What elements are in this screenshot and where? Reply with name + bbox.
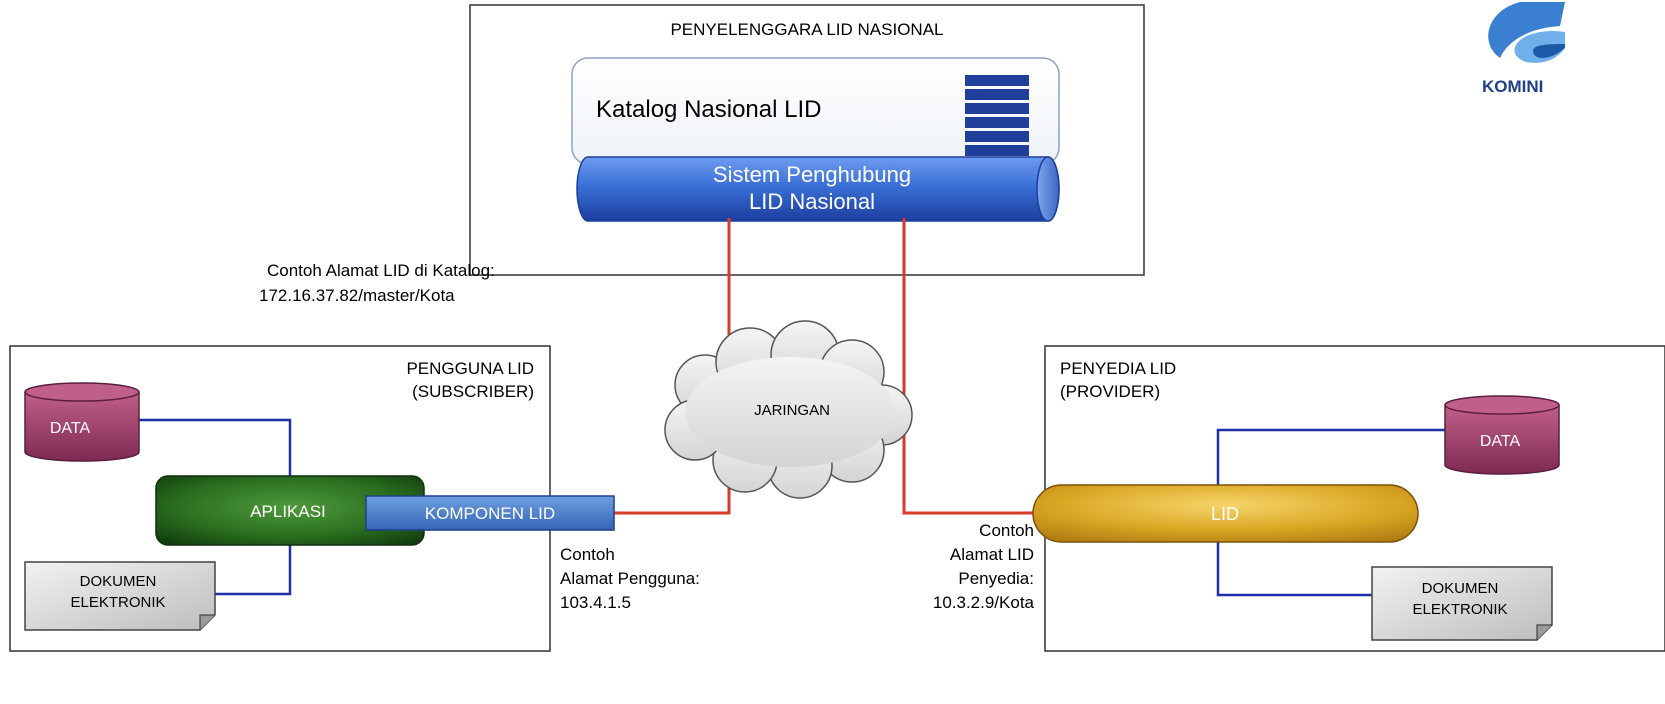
catalog-label: Katalog Nasional LID: [596, 96, 821, 123]
provider-title-line1: PENYEDIA LID: [1060, 359, 1176, 378]
national-title: PENYELENGGARA LID NASIONAL: [670, 20, 943, 39]
provider-data-label: DATA: [1480, 433, 1521, 450]
subscriber-title-line1: PENGGUNA LID: [406, 359, 534, 378]
provider-address-line3: Penyedia:: [958, 569, 1034, 588]
subscriber-address-line3: 103.4.1.5: [560, 593, 631, 612]
provider-document-line2: ELEKTRONIK: [1412, 601, 1507, 618]
catalog-list-icon: [965, 75, 1029, 156]
network-cloud: [664, 320, 913, 499]
network-links: [614, 218, 1045, 515]
subscriber-address-line2: Alamat Pengguna:: [560, 569, 700, 588]
subscriber-data-icon: [24, 382, 140, 462]
provider-document-icon: [1371, 566, 1553, 641]
provider-lid-box: [1032, 484, 1419, 543]
connector-bus: [576, 156, 1060, 222]
application-label: APLIKASI: [250, 502, 326, 521]
provider-address-line1: Contoh: [979, 521, 1034, 540]
provider-address-line2: Alamat LID: [950, 545, 1034, 564]
lid-component-box: [365, 495, 615, 531]
subscriber-title-line2: (SUBSCRIBER): [412, 382, 534, 401]
catalog-example-line1: Contoh Alamat LID di Katalog:: [267, 261, 495, 280]
catalog-example-line2: 172.16.37.82/master/Kota: [259, 286, 455, 305]
subscriber-address-line1: Contoh: [560, 545, 615, 564]
subscriber-document-icon: [24, 561, 216, 631]
provider-title-line2: (PROVIDER): [1060, 382, 1160, 401]
subscriber-document-line2: ELEKTRONIK: [70, 594, 165, 611]
provider-document-line1: DOKUMEN: [1422, 580, 1499, 597]
subscriber-document-line1: DOKUMEN: [80, 573, 157, 590]
provider-data-icon: [1444, 395, 1560, 475]
kominfo-logo: [1488, 2, 1565, 63]
subscriber-data-label: DATA: [50, 420, 91, 437]
bus-label-line2: LID Nasional: [749, 189, 875, 214]
kominfo-logo-text: KOMINI: [1482, 77, 1543, 96]
subscriber-links: [137, 418, 292, 596]
lid-component-label: KOMPONEN LID: [425, 504, 555, 523]
network-label: JARINGAN: [754, 402, 830, 419]
provider-address-line4: 10.3.2.9/Kota: [933, 593, 1035, 612]
provider-links: [1216, 428, 1445, 597]
provider-lid-label: LID: [1211, 504, 1239, 524]
bus-label-line1: Sistem Penghubung: [713, 162, 911, 187]
